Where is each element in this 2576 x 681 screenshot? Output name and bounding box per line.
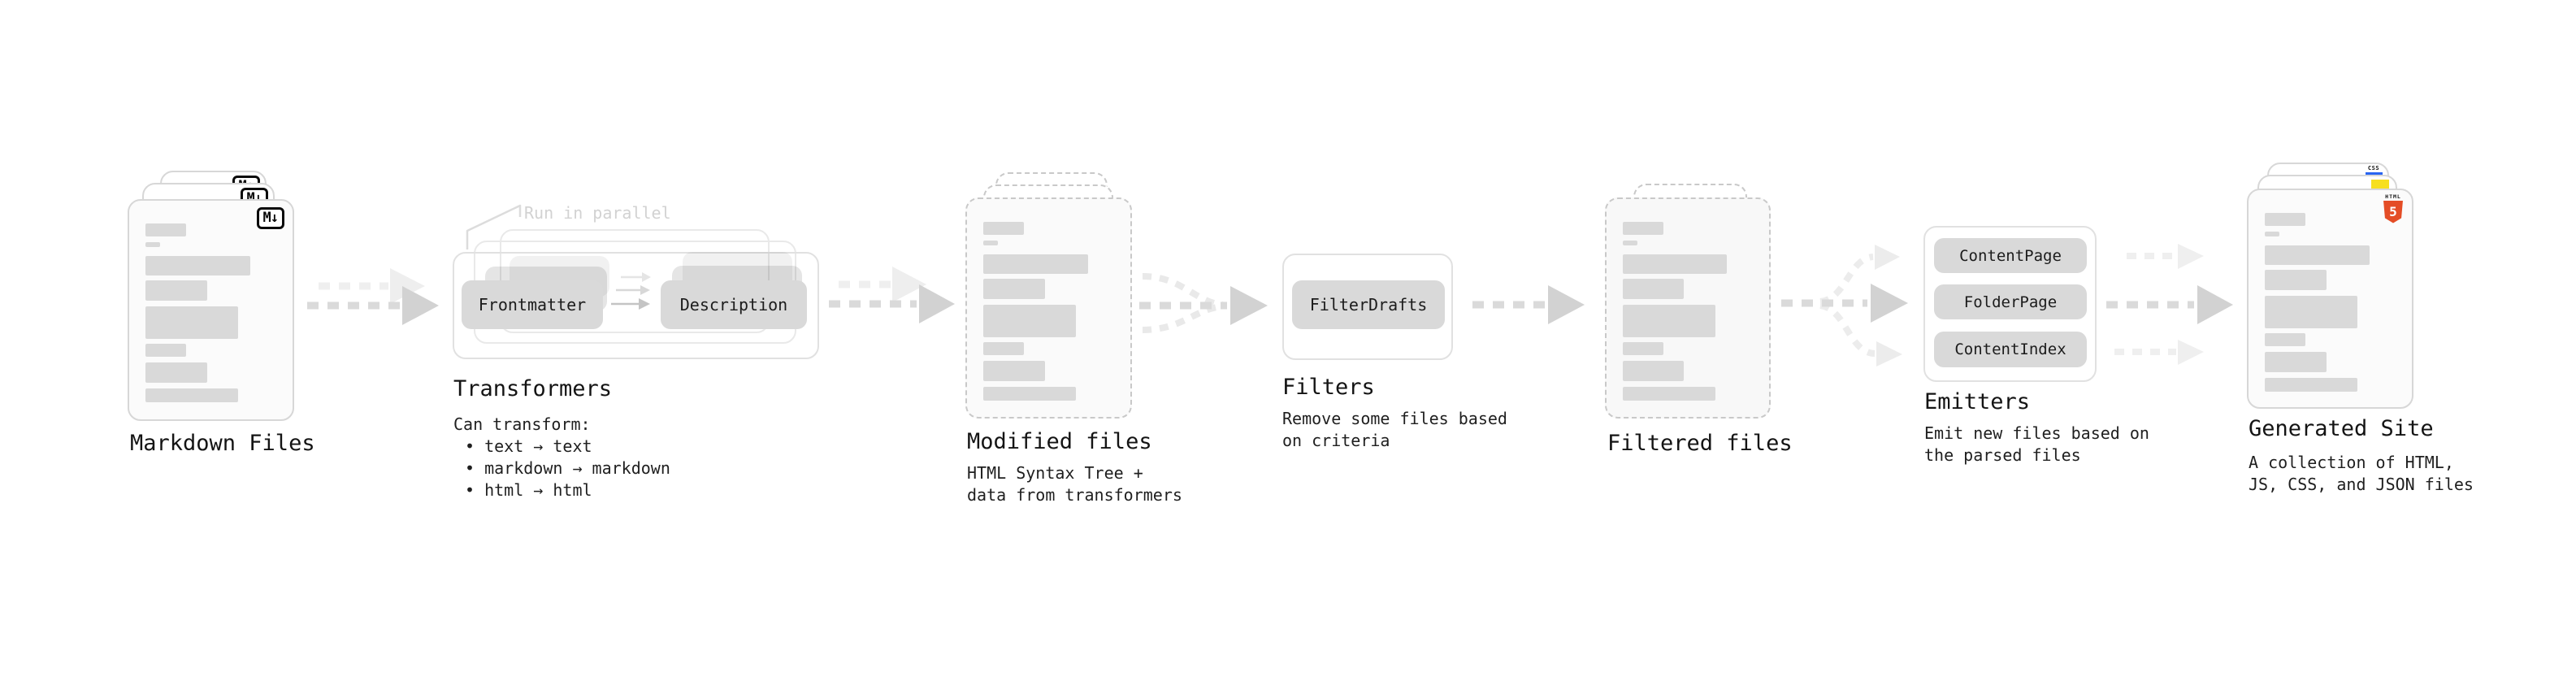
html5-icon-word: HTML	[2385, 193, 2401, 200]
placeholder-bar	[983, 361, 1045, 381]
emitters-desc-line: the parsed files	[1924, 445, 2081, 465]
placeholder-bar	[145, 280, 207, 301]
placeholder-bar	[1623, 387, 1715, 401]
arrow-modified-to-filters-merge	[1139, 273, 1268, 333]
filters-desc-line: Remove some files based	[1282, 409, 1507, 428]
modified-desc-line: HTML Syntax Tree +	[967, 463, 1143, 483]
transformer-panel-front	[453, 252, 819, 359]
generated-site-label: Generated Site	[2249, 416, 2434, 441]
generated-desc-line: JS, CSS, and JSON files	[2249, 475, 2474, 494]
css-icon-bar	[2365, 172, 2383, 176]
placeholder-bar	[2265, 352, 2327, 372]
doc-placeholder-text	[145, 223, 276, 402]
placeholder-bar	[1623, 241, 1637, 245]
modified-files-description: HTML Syntax Tree + data from transformer…	[967, 462, 1182, 506]
placeholder-bar	[2265, 378, 2358, 392]
doc-placeholder-text	[983, 222, 1114, 401]
modified-doc-front	[965, 197, 1132, 419]
placeholder-bar	[1623, 222, 1663, 235]
run-in-parallel-leader-line	[466, 204, 522, 249]
css-icon-word: CSS	[2367, 165, 2380, 171]
placeholder-bar	[983, 254, 1088, 274]
markdown-icon: M↓	[256, 207, 284, 229]
placeholder-bar	[983, 342, 1024, 355]
placeholder-bar	[2265, 232, 2279, 236]
placeholder-bar	[145, 388, 239, 402]
description-pill: Description	[661, 280, 807, 329]
placeholder-bar	[2265, 213, 2305, 226]
doc-placeholder-text	[2265, 213, 2396, 392]
placeholder-bar	[1623, 361, 1685, 381]
emitters-panel	[1923, 226, 2097, 382]
arrow-emitters-to-generated	[2106, 244, 2233, 365]
placeholder-bar	[145, 362, 207, 383]
markdown-files-label: Markdown Files	[130, 431, 315, 456]
placeholder-bar	[983, 279, 1045, 299]
placeholder-bar	[983, 305, 1077, 337]
transform-bullet: • markdown → markdown	[465, 458, 670, 478]
transformer-internal-arrows	[611, 272, 651, 310]
arrow-transformers-to-modified	[829, 267, 955, 323]
contentindex-pill: ContentIndex	[1934, 332, 2087, 367]
placeholder-bar	[145, 306, 239, 339]
markdown-doc-front: M↓	[128, 199, 294, 421]
transformers-description: Can transform: • text → text • markdown …	[453, 414, 670, 501]
placeholder-bar	[1623, 254, 1727, 274]
folderpage-pill: FolderPage	[1934, 284, 2087, 319]
emitters-description: Emit new files based on the parsed files	[1924, 423, 2149, 466]
placeholder-bar	[145, 242, 160, 247]
placeholder-bar	[1623, 305, 1715, 337]
filters-panel	[1282, 254, 1453, 360]
placeholder-bar	[145, 223, 186, 236]
filterdrafts-pill: FilterDrafts	[1292, 280, 1445, 329]
transformers-label: Transformers	[453, 376, 613, 401]
emitters-desc-line: Emit new files based on	[1924, 423, 2149, 443]
generated-site-description: A collection of HTML, JS, CSS, and JSON …	[2249, 452, 2474, 496]
placeholder-bar	[1623, 342, 1663, 355]
filters-desc-line: on criteria	[1282, 431, 1390, 450]
js-file-icon	[2371, 180, 2389, 190]
css-file-icon: CSS	[2365, 166, 2383, 176]
emitters-label: Emitters	[1924, 389, 2031, 414]
placeholder-bar	[1623, 279, 1685, 299]
placeholder-bar	[983, 222, 1024, 235]
contentpage-pill: ContentPage	[1934, 238, 2087, 273]
run-in-parallel-note: Run in parallel	[524, 203, 671, 223]
placeholder-bar	[983, 241, 998, 245]
filtered-doc-front	[1605, 197, 1771, 419]
modified-desc-line: data from transformers	[967, 485, 1182, 505]
filters-description: Remove some files based on criteria	[1282, 408, 1507, 452]
frontmatter-pill: Frontmatter	[462, 280, 603, 329]
html5-icon-number: 5	[2389, 203, 2397, 219]
generated-doc-front: HTML 5	[2247, 189, 2413, 409]
filters-label: Filters	[1282, 375, 1375, 400]
modified-files-label: Modified files	[967, 429, 1152, 454]
transform-bullet: • html → html	[465, 480, 592, 500]
arrow-filtered-to-emitters-split	[1781, 245, 1908, 367]
can-transform-line: Can transform:	[453, 414, 591, 434]
placeholder-bar	[2265, 270, 2327, 290]
placeholder-bar	[145, 256, 250, 275]
transform-bullet: • text → text	[465, 436, 592, 456]
doc-placeholder-text	[1623, 222, 1753, 401]
placeholder-bar	[145, 344, 186, 357]
arrow-markdown-to-transformers	[307, 268, 439, 325]
generated-desc-line: A collection of HTML,	[2249, 453, 2454, 472]
placeholder-bar	[983, 387, 1077, 401]
filtered-files-label: Filtered files	[1607, 431, 1793, 456]
html5-icon: HTML 5	[2383, 194, 2404, 223]
placeholder-bar	[2265, 333, 2305, 346]
arrow-filters-to-filtered	[1472, 285, 1585, 324]
placeholder-bar	[2265, 245, 2370, 265]
placeholder-bar	[2265, 296, 2358, 328]
